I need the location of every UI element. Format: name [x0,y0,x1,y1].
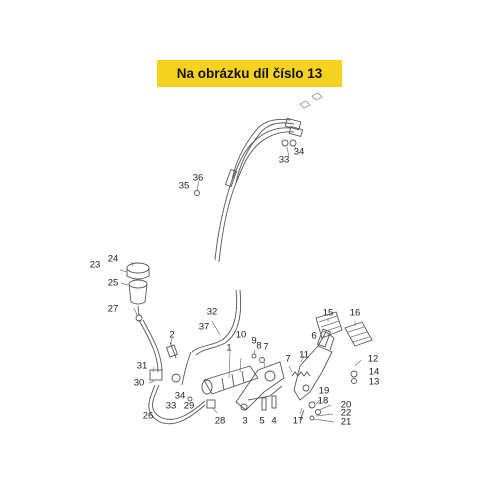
callout-31: 31 [137,361,148,372]
callout-32: 32 [207,307,218,318]
callout-34: 34 [294,147,305,158]
callout-19: 19 [319,386,330,397]
callout-2: 2 [169,330,174,341]
callout-10: 10 [236,330,247,341]
callout-3: 3 [242,416,247,427]
callout-4: 4 [271,416,276,427]
callout-8: 8 [256,341,261,352]
callout-34-lower: 34 [175,391,186,402]
callout-28: 28 [215,416,226,427]
callout-6: 6 [311,331,316,342]
callout-22: 22 [341,408,352,419]
callout-12: 12 [368,354,379,365]
callout-30: 30 [134,378,145,389]
callout-36: 36 [193,173,204,184]
banner-text: Na obrázku díl číslo 13 [176,66,323,81]
callout-26: 26 [143,411,154,422]
callout-21: 21 [341,417,352,428]
callout-1: 1 [226,343,231,354]
callout-7-lower: 7 [285,354,290,365]
callout-29: 29 [184,401,195,412]
callout-24: 24 [108,254,119,265]
callout-7-upper: 7 [263,342,268,353]
callout-25: 25 [108,278,119,289]
callout-14: 14 [369,367,380,378]
callout-11: 11 [299,350,309,361]
callout-15: 15 [323,308,334,319]
callout-20: 20 [341,400,352,411]
callout-5: 5 [259,416,264,427]
callout-13: 13 [369,377,380,388]
callout-23: 23 [90,260,101,271]
callout-37: 37 [199,322,210,333]
callout-16: 16 [350,308,361,319]
callout-33-lower: 33 [166,401,177,412]
callout-17: 17 [293,416,304,427]
callout-35: 35 [179,181,190,192]
part-number-banner: Na obrázku díl číslo 13 [157,60,342,87]
callout-9: 9 [251,336,256,347]
callout-27: 27 [108,304,119,315]
callout-18: 18 [318,396,329,407]
callout-33: 33 [279,155,290,166]
